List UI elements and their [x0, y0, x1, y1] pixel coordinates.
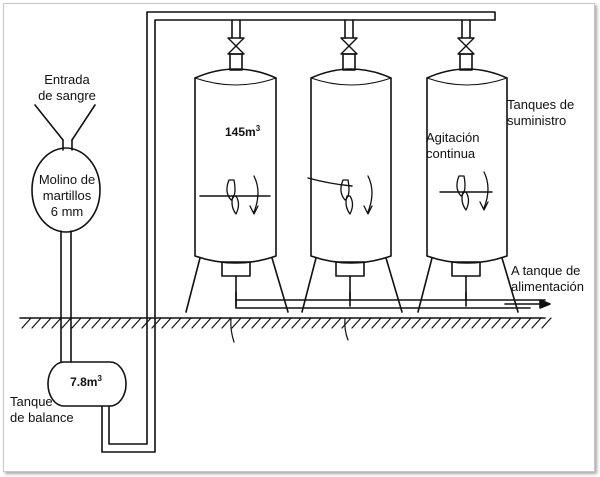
inlet-funnel: [34, 104, 96, 151]
transfer-pipe: [101, 11, 496, 453]
valve-3-icon: [457, 37, 475, 71]
valve-branches: [231, 19, 471, 39]
supply-tank-1: [185, 68, 289, 313]
hammer-mill-label: Molino de martillos 6 mm: [38, 172, 96, 219]
supply-tanks-label: Tanques de suministro: [507, 97, 575, 128]
tank-volume-label: 145m3: [225, 124, 261, 140]
supply-tank-2: [301, 68, 403, 313]
agitation-label: Agitación continua: [426, 130, 480, 161]
flow-arrow-icon: [504, 299, 551, 309]
ground: [19, 317, 552, 329]
balance-tank: [47, 361, 127, 407]
valve-2-icon: [340, 37, 358, 71]
agitator-3-icon: [456, 171, 489, 211]
balance-tank-label: Tanque de balance: [10, 394, 74, 425]
outlet-header: [235, 291, 546, 309]
valve-1-icon: [227, 37, 245, 71]
agitator-2-icon: [340, 175, 373, 215]
balance-tank-volume: 7.8m3: [70, 374, 102, 390]
supply-tank-3: [417, 68, 519, 313]
blood-inlet-label: Entrada de sangre: [38, 72, 96, 103]
hammer-mill: [31, 147, 101, 233]
drain-lines: [230, 317, 349, 343]
agitator-1-icon: [226, 175, 259, 215]
mill-outlet-pipe: [60, 230, 72, 363]
feed-tank-label: A tanque de alimentación: [511, 263, 584, 294]
